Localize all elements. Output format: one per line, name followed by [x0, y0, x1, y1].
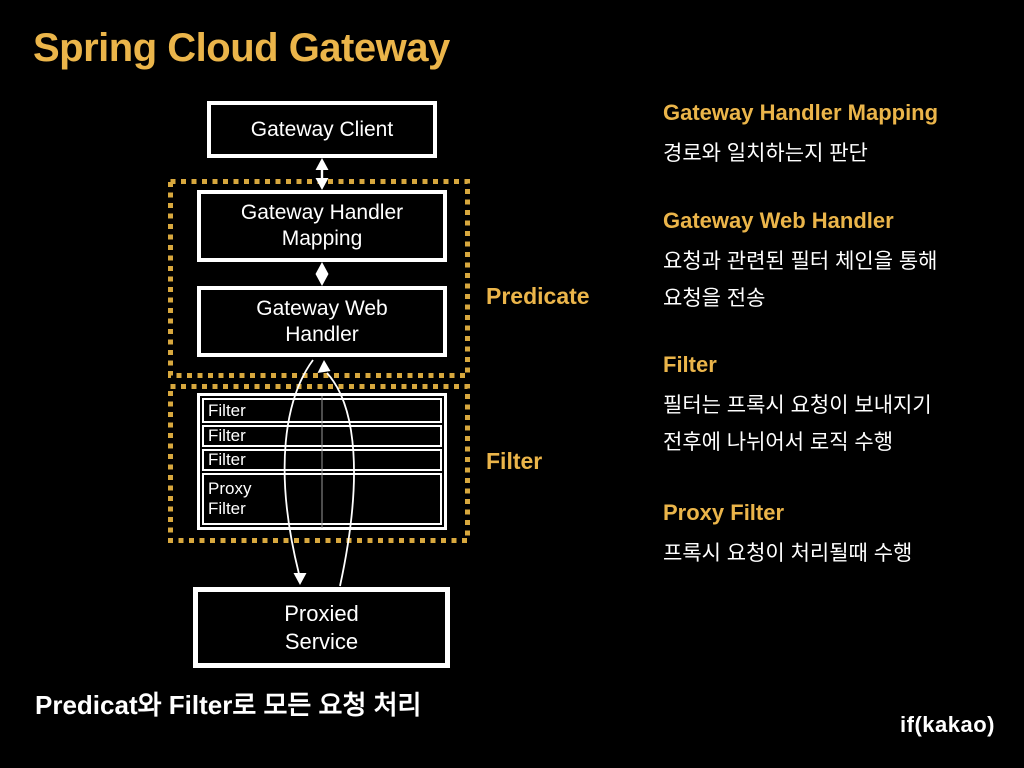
gateway-web-handler-label: Gateway Web Handler — [256, 296, 388, 346]
gateway-client-label: Gateway Client — [250, 117, 394, 141]
filter-group-label: Filter — [486, 448, 543, 474]
gateway-handler-mapping-label: Gateway Handler Mapping — [240, 201, 404, 250]
filter-row: Filter — [202, 425, 442, 447]
desc-heading: Filter — [663, 352, 717, 377]
predicate-group-label: Predicate — [486, 283, 590, 309]
footer-caption: Predicat와 Filter로 모든 요청 처리 — [35, 690, 422, 720]
desc-line: 요청과 관련된 필터 체인을 통해 — [663, 250, 938, 273]
desc-heading: Gateway Web Handler — [663, 208, 894, 233]
client-mapping-arrow — [315, 158, 329, 190]
slide-title: Spring Cloud Gateway — [33, 26, 450, 70]
filter-chain-table: Filter Filter Filter Proxy Filter — [197, 393, 447, 530]
desc-line: 전후에 나뉘어서 로직 수행 — [663, 431, 894, 454]
filter-row: Filter — [202, 449, 442, 471]
gateway-web-handler-box: Gateway Web Handler — [197, 286, 447, 357]
proxied-service-label: Proxied Service — [284, 600, 359, 654]
desc-heading: Proxy Filter — [663, 500, 785, 525]
desc-section-proxy-filter: Proxy Filter 프록시 요청이 처리될때 수행 — [663, 499, 993, 572]
filter-row: Filter — [202, 398, 442, 423]
mapping-webhandler-arrow — [315, 262, 329, 286]
gateway-client-box: Gateway Client — [207, 101, 437, 158]
proxy-filter-row: Proxy Filter — [202, 473, 442, 525]
desc-line: 경로와 일치하는지 판단 — [663, 142, 868, 165]
desc-section-filter: Filter 필터는 프록시 요청이 보내지기 전후에 나뉘어서 로직 수행 — [663, 351, 993, 461]
desc-line: 필터는 프록시 요청이 보내지기 — [663, 394, 932, 417]
proxied-service-box: Proxied Service — [193, 587, 450, 668]
desc-section-gateway-handler-mapping: Gateway Handler Mapping 경로와 일치하는지 판단 — [663, 99, 993, 172]
desc-heading: Gateway Handler Mapping — [663, 100, 939, 125]
ifkakao-logo: if(kakao) — [900, 712, 995, 737]
desc-line: 요청을 전송 — [663, 287, 766, 310]
desc-line: 프록시 요청이 처리될때 수행 — [663, 542, 913, 565]
desc-section-gateway-web-handler: Gateway Web Handler 요청과 관련된 필터 체인을 통해 요청… — [663, 207, 993, 317]
gateway-handler-mapping-box: Gateway Handler Mapping — [197, 190, 447, 262]
